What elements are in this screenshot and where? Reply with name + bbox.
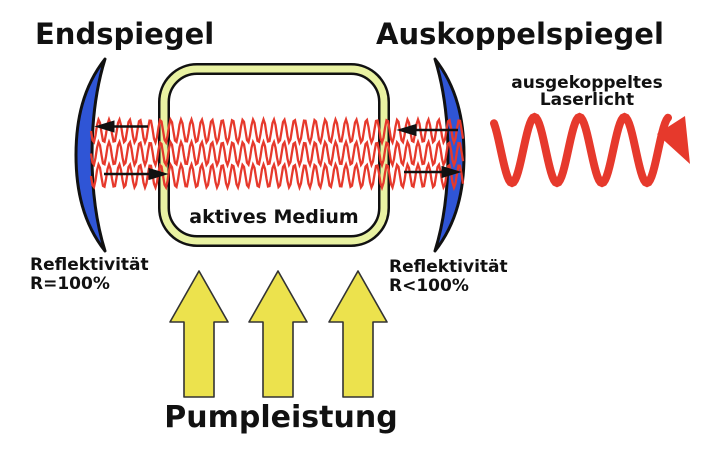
pump-arrow-1 bbox=[169, 270, 229, 398]
output-light-label-line2: Laserlicht bbox=[539, 90, 635, 110]
cavity-wave-middle bbox=[89, 138, 465, 169]
output-beam-wave bbox=[490, 112, 672, 188]
pump-power-label: Pumpleistung bbox=[164, 400, 398, 435]
left-reflectivity-line1: Reflektivität bbox=[30, 255, 149, 275]
left-beam-arrow-left-head bbox=[94, 120, 115, 133]
output-beam-arrowhead bbox=[657, 116, 690, 164]
pump-arrows bbox=[169, 270, 388, 398]
output-light-label-line1: ausgekoppeltes bbox=[511, 73, 663, 93]
end-mirror-title: Endspiegel bbox=[35, 17, 215, 51]
right-reflectivity-line1: Reflektivität bbox=[389, 257, 508, 277]
cavity-direction-arrows bbox=[94, 120, 462, 181]
active-medium-label: aktives Medium bbox=[189, 206, 359, 228]
left-beam-arrow-right-head bbox=[148, 167, 169, 181]
cavity-wave-top bbox=[89, 115, 465, 147]
output-mirror-shape bbox=[433, 57, 466, 253]
right-beam-arrow-right-head bbox=[441, 165, 462, 179]
output-mirror-title: Auskoppelspiegel bbox=[376, 17, 664, 51]
pump-arrow-3 bbox=[328, 270, 388, 398]
left-reflectivity-line2: R=100% bbox=[30, 274, 110, 294]
left-reflectivity-caption: Reflektivität R=100% bbox=[30, 256, 149, 294]
pump-arrow-2 bbox=[248, 270, 308, 398]
output-light-label: ausgekoppeltes Laserlicht bbox=[497, 75, 677, 109]
right-reflectivity-caption: Reflektivität R<100% bbox=[389, 258, 508, 296]
right-reflectivity-line2: R<100% bbox=[389, 276, 469, 296]
right-beam-arrow-left-head bbox=[396, 123, 417, 137]
